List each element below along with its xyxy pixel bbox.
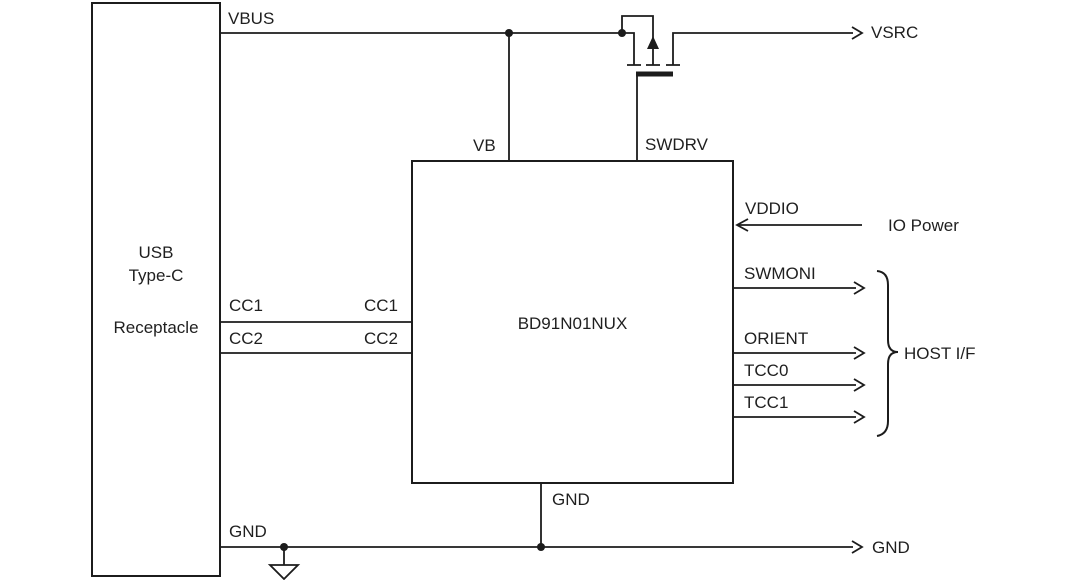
vddio-pin-label: VDDIO	[745, 199, 799, 218]
receptacle-title-line1: USB	[138, 243, 174, 262]
ground-symbol	[267, 547, 301, 580]
gnd-arrowhead	[851, 540, 864, 554]
chip-name: BD91N01NUX	[517, 314, 628, 333]
swdrv-pin-label: SWDRV	[645, 135, 708, 154]
cc1-receptacle-label: CC1	[229, 296, 264, 315]
ground-triangle	[267, 564, 301, 580]
receptacle-title-line2: Type-C	[128, 266, 184, 285]
mosfet-body-lead	[621, 15, 654, 65]
swmoni-arrowhead	[853, 281, 866, 295]
tcc0-pin-label: TCC0	[744, 361, 789, 380]
vbus-label: VBUS	[228, 9, 275, 28]
tcc0-arrowhead	[853, 378, 866, 392]
cc2-chip-label: CC2	[364, 329, 399, 348]
orient-arrowhead	[853, 346, 866, 360]
host-if-label: HOST I/F	[904, 344, 976, 363]
vsrc-label: VSRC	[871, 23, 919, 42]
mosfet-body-arrow	[647, 36, 659, 49]
receptacle-title-line3: Receptacle	[113, 318, 199, 337]
mosfet-drain-lead	[672, 32, 853, 65]
tcc1-pin-label: TCC1	[744, 393, 789, 412]
junction-dot-mosfet	[618, 29, 626, 37]
usb-receptacle-box	[91, 2, 221, 577]
vsrc-arrowhead	[851, 26, 864, 40]
cc2-receptacle-label: CC2	[229, 329, 264, 348]
vddio-arrowhead	[735, 218, 749, 232]
gnd-receptacle-label: GND	[229, 522, 267, 541]
mosfet-source-lead	[622, 32, 635, 65]
io-power-label: IO Power	[888, 216, 959, 235]
vb-pin-label: VB	[473, 136, 496, 155]
orient-pin-label: ORIENT	[744, 329, 809, 348]
gnd-pin-label: GND	[552, 490, 590, 509]
swmoni-pin-label: SWMONI	[744, 264, 816, 283]
junction-dot-vb	[505, 29, 513, 37]
mosfet-symbol	[621, 15, 853, 161]
host-if-brace	[876, 270, 899, 437]
tcc1-arrowhead	[853, 410, 866, 424]
cc1-chip-label: CC1	[364, 296, 399, 315]
gnd-output-label: GND	[872, 538, 910, 557]
